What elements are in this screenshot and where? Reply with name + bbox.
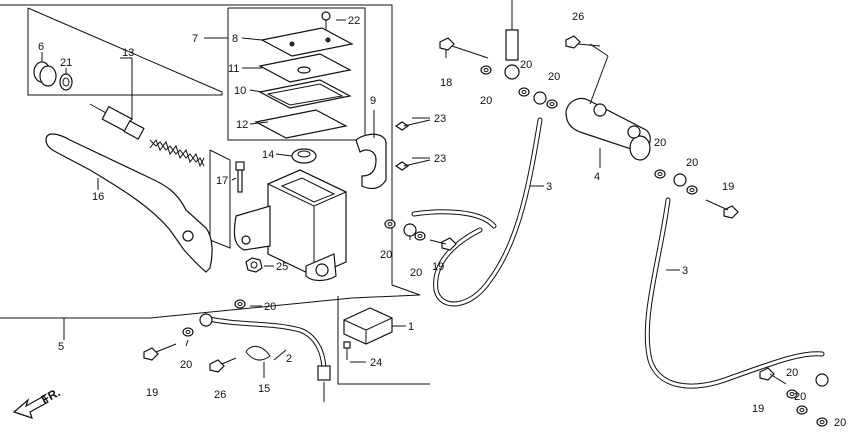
switch-group-border: [337, 296, 430, 385]
washer-20e: [686, 185, 698, 195]
callout-11: 11: [228, 63, 239, 75]
washer-20l: [816, 417, 828, 427]
part-13-piston-set: [89, 103, 205, 168]
callout-19-c: 19: [752, 403, 764, 415]
callout-21: 21: [60, 57, 72, 69]
callout-14: 14: [262, 149, 274, 161]
washer-20i: [182, 327, 194, 337]
part-12-gasket: [254, 109, 348, 139]
part-11-plate: [258, 53, 352, 83]
top-hose-fitting: [504, 0, 520, 80]
callout-4: 4: [594, 171, 600, 183]
part-19-bolt-lower-right: [759, 367, 787, 385]
part-8-reservoir-cover: [260, 27, 354, 57]
callout-25: 25: [276, 261, 288, 273]
callout-15: 15: [258, 383, 270, 395]
callout-18: 18: [440, 77, 452, 89]
callout-20-e: 20: [686, 157, 698, 169]
callout-2: 2: [286, 353, 292, 365]
part-19-bolt-lower-left: [143, 343, 177, 361]
washer-20b: [518, 87, 530, 97]
callout-20-l: 20: [834, 417, 846, 429]
callout-labels: 6 21 13 7 8 22 11 10 9 12 14 17 16 25 5 …: [38, 11, 846, 429]
callout-16: 16: [92, 191, 104, 203]
part-18-bolt: [439, 37, 489, 59]
callout-8: 8: [232, 33, 238, 45]
washer-20k: [796, 405, 808, 415]
part-4-tube: [565, 97, 651, 161]
part-19-bolt-right: [705, 199, 739, 219]
part-14-seal: [291, 148, 317, 164]
part-17-bolt: [235, 161, 245, 193]
part-23-bolt-upper: [394, 119, 431, 131]
callout-23-b: 23: [434, 153, 446, 165]
leader-lines: [41, 19, 680, 378]
callout-24: 24: [370, 357, 382, 369]
callout-22: 22: [348, 15, 360, 27]
part-22-screw: [321, 11, 331, 30]
part-3-brake-hose-right: [644, 173, 829, 389]
callout-12: 12: [236, 119, 248, 131]
callout-20-b: 20: [520, 59, 532, 71]
front-direction-arrow: [12, 395, 49, 419]
part-2-brake-hose: [199, 313, 331, 402]
callout-3-a: 3: [546, 181, 552, 193]
callout-20-h: 20: [264, 301, 276, 313]
washers: [182, 65, 828, 427]
part-25-nut: [245, 257, 263, 273]
part-9-holder: [355, 133, 387, 190]
callout-20-a: 20: [480, 95, 492, 107]
callout-26-b: 26: [214, 389, 226, 401]
callout-20-j: 20: [786, 367, 798, 379]
part-3-brake-hose-center: [403, 91, 547, 307]
callout-3-b: 3: [682, 265, 688, 277]
callout-26-a: 26: [572, 11, 584, 23]
master-cylinder-body: [233, 169, 348, 282]
part-21-ring: [59, 73, 73, 91]
callout-17: 17: [216, 175, 228, 187]
callout-7: 7: [192, 33, 198, 45]
part-24-screw: [343, 341, 351, 360]
part-26-bolt-top: [565, 35, 601, 49]
master-cylinder-group-border: [0, 4, 421, 319]
callout-1: 1: [408, 321, 414, 333]
callout-10: 10: [234, 85, 246, 97]
washer-20h: [234, 299, 246, 309]
washer-20c: [546, 99, 558, 109]
part-10-diaphragm: [258, 79, 352, 109]
part-19-bolt-center: [429, 237, 457, 251]
washer-20f: [384, 219, 396, 229]
callout-20-g: 20: [410, 267, 422, 279]
part-1-brake-switch: [343, 307, 393, 345]
callout-20-d: 20: [654, 137, 666, 149]
callout-19-b: 19: [432, 261, 444, 273]
washer-20d: [654, 169, 666, 179]
callout-20-k: 20: [794, 391, 806, 403]
callout-5: 5: [58, 341, 64, 353]
part-26-bolt-lower: [209, 357, 237, 373]
callout-20-f: 20: [380, 249, 392, 261]
callout-20-c: 20: [548, 71, 560, 83]
callout-20-i: 20: [180, 359, 192, 371]
callout-19-d: 19: [722, 181, 734, 193]
part-23-bolt-lower: [394, 159, 431, 171]
part-16-brake-lever: [45, 133, 213, 273]
washer-20j: [786, 389, 798, 399]
part-15-clip: [245, 346, 271, 361]
part-6-sleeve: [33, 61, 57, 87]
callout-19-a: 19: [146, 387, 158, 399]
callout-13: 13: [122, 47, 134, 59]
callout-6: 6: [38, 41, 44, 53]
washer-20g: [414, 231, 426, 241]
callout-23-a: 23: [434, 113, 446, 125]
washer-20a: [480, 65, 492, 75]
callout-9: 9: [370, 95, 376, 107]
